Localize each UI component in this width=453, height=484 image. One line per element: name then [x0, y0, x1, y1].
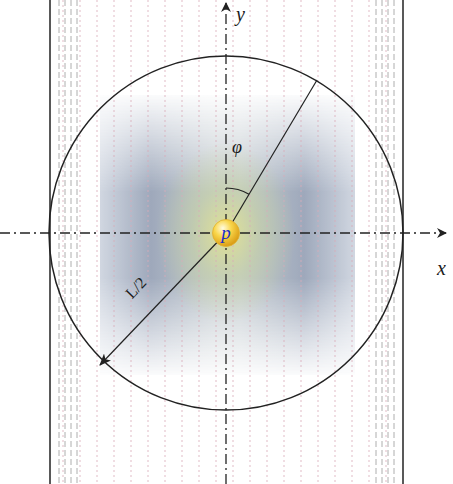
particle-sphere: p [212, 219, 240, 247]
particle-label: p [212, 223, 240, 242]
axis-label: y [236, 4, 245, 24]
axis-label: x [437, 258, 446, 278]
angle-label: φ [232, 138, 242, 156]
